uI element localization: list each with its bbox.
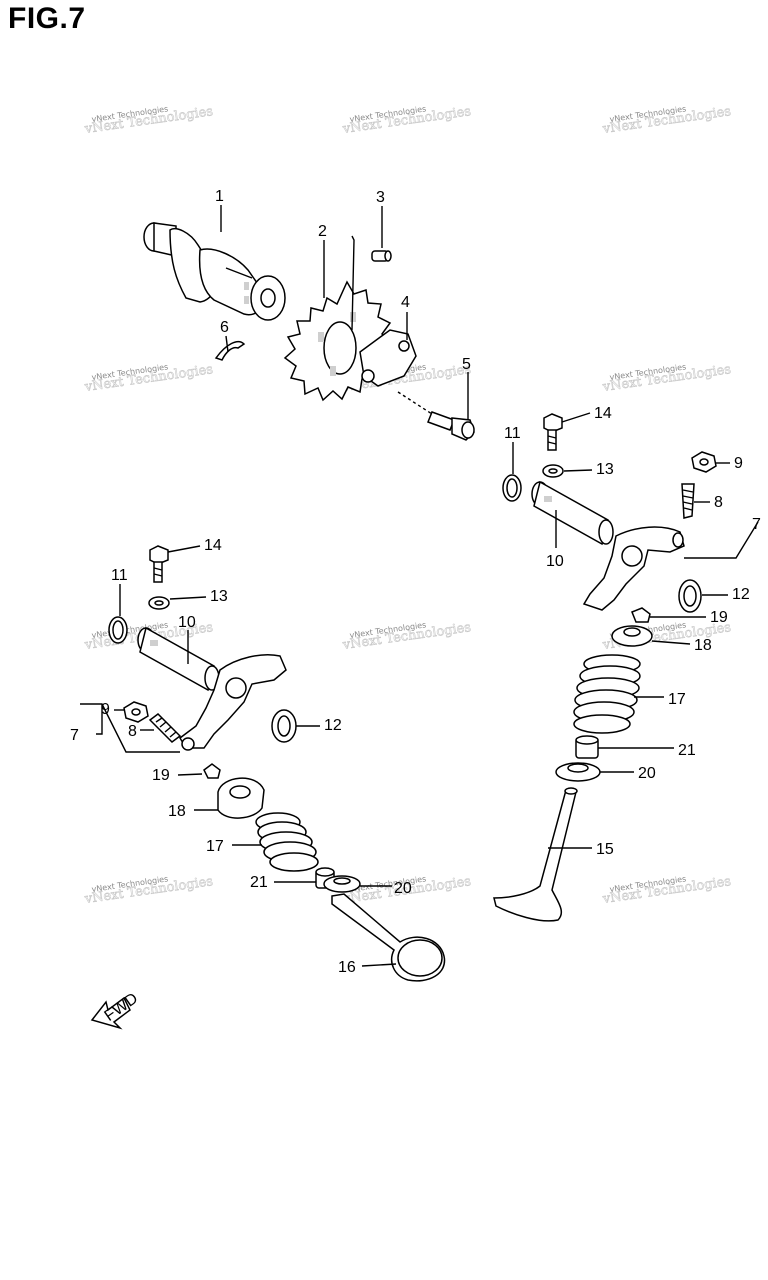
label-8-left: 8 bbox=[128, 723, 137, 740]
label-10-left: 10 bbox=[178, 614, 196, 631]
label-5: 5 bbox=[462, 356, 471, 373]
label-6: 6 bbox=[220, 319, 229, 336]
label-2: 2 bbox=[318, 223, 327, 240]
part-seat-left bbox=[323, 875, 361, 893]
label-21-right: 21 bbox=[678, 742, 696, 759]
label-9-right: 9 bbox=[734, 455, 743, 472]
label-14-left: 14 bbox=[204, 537, 222, 554]
part-rocker-shaft-right bbox=[531, 480, 614, 546]
label-19-right: 19 bbox=[710, 609, 728, 626]
label-8-right: 8 bbox=[714, 494, 723, 511]
part-seat-right bbox=[555, 762, 601, 782]
label-7-right: 7 bbox=[752, 516, 761, 533]
label-20-right: 20 bbox=[638, 765, 656, 782]
part-bolt bbox=[397, 391, 475, 441]
part-rocker-arm-left bbox=[179, 654, 287, 751]
part-cotter-right bbox=[631, 607, 651, 623]
part-seal-right bbox=[575, 735, 599, 759]
part-retainer-right bbox=[611, 625, 653, 647]
label-11-left: 11 bbox=[111, 567, 128, 584]
part-camshaft bbox=[143, 222, 286, 321]
part-valve-right bbox=[493, 787, 578, 922]
label-14-right: 14 bbox=[594, 405, 612, 422]
label-19-left: 19 bbox=[152, 767, 170, 784]
label-13-left: 13 bbox=[210, 588, 228, 605]
part-spring-left bbox=[255, 812, 319, 872]
fwd-arrow-icon: FWD bbox=[90, 990, 142, 1030]
label-1: 1 bbox=[215, 188, 224, 205]
label-12-right: 12 bbox=[732, 586, 750, 603]
label-15: 15 bbox=[596, 841, 614, 858]
part-cotter-left bbox=[203, 763, 221, 779]
label-21-left: 21 bbox=[250, 874, 268, 891]
label-17-right: 17 bbox=[668, 691, 686, 708]
part-adjust-screw-right bbox=[681, 483, 695, 519]
part-adjust-screw-left bbox=[148, 713, 182, 743]
label-4: 4 bbox=[401, 294, 410, 311]
label-3: 3 bbox=[376, 189, 385, 206]
label-12-left: 12 bbox=[324, 717, 342, 734]
label-10-right: 10 bbox=[546, 553, 564, 570]
figure-title: FIG.7 bbox=[8, 2, 86, 35]
label-13-right: 13 bbox=[596, 461, 614, 478]
label-17-left: 17 bbox=[206, 838, 224, 855]
part-rocker-bolt-left bbox=[149, 545, 169, 583]
part-clip bbox=[214, 340, 246, 361]
label-16: 16 bbox=[338, 959, 356, 976]
label-18-right: 18 bbox=[694, 637, 712, 654]
label-11-right: 11 bbox=[504, 425, 521, 442]
label-20-left: 20 bbox=[394, 880, 412, 897]
part-retainer-left bbox=[217, 777, 265, 819]
part-valve-left bbox=[331, 893, 446, 982]
part-spring-right bbox=[573, 654, 641, 734]
label-9-left: 9 bbox=[101, 701, 110, 718]
part-bracket bbox=[359, 329, 417, 387]
part-rocker-arm-right bbox=[582, 526, 685, 611]
part-rocker-bolt-right bbox=[543, 413, 563, 451]
label-7-left: 7 bbox=[70, 727, 79, 744]
label-18-left: 18 bbox=[168, 803, 186, 820]
fwd-label: FWD bbox=[102, 990, 142, 1025]
part-pin bbox=[371, 250, 392, 262]
part-rocker-shaft-left bbox=[137, 626, 220, 692]
